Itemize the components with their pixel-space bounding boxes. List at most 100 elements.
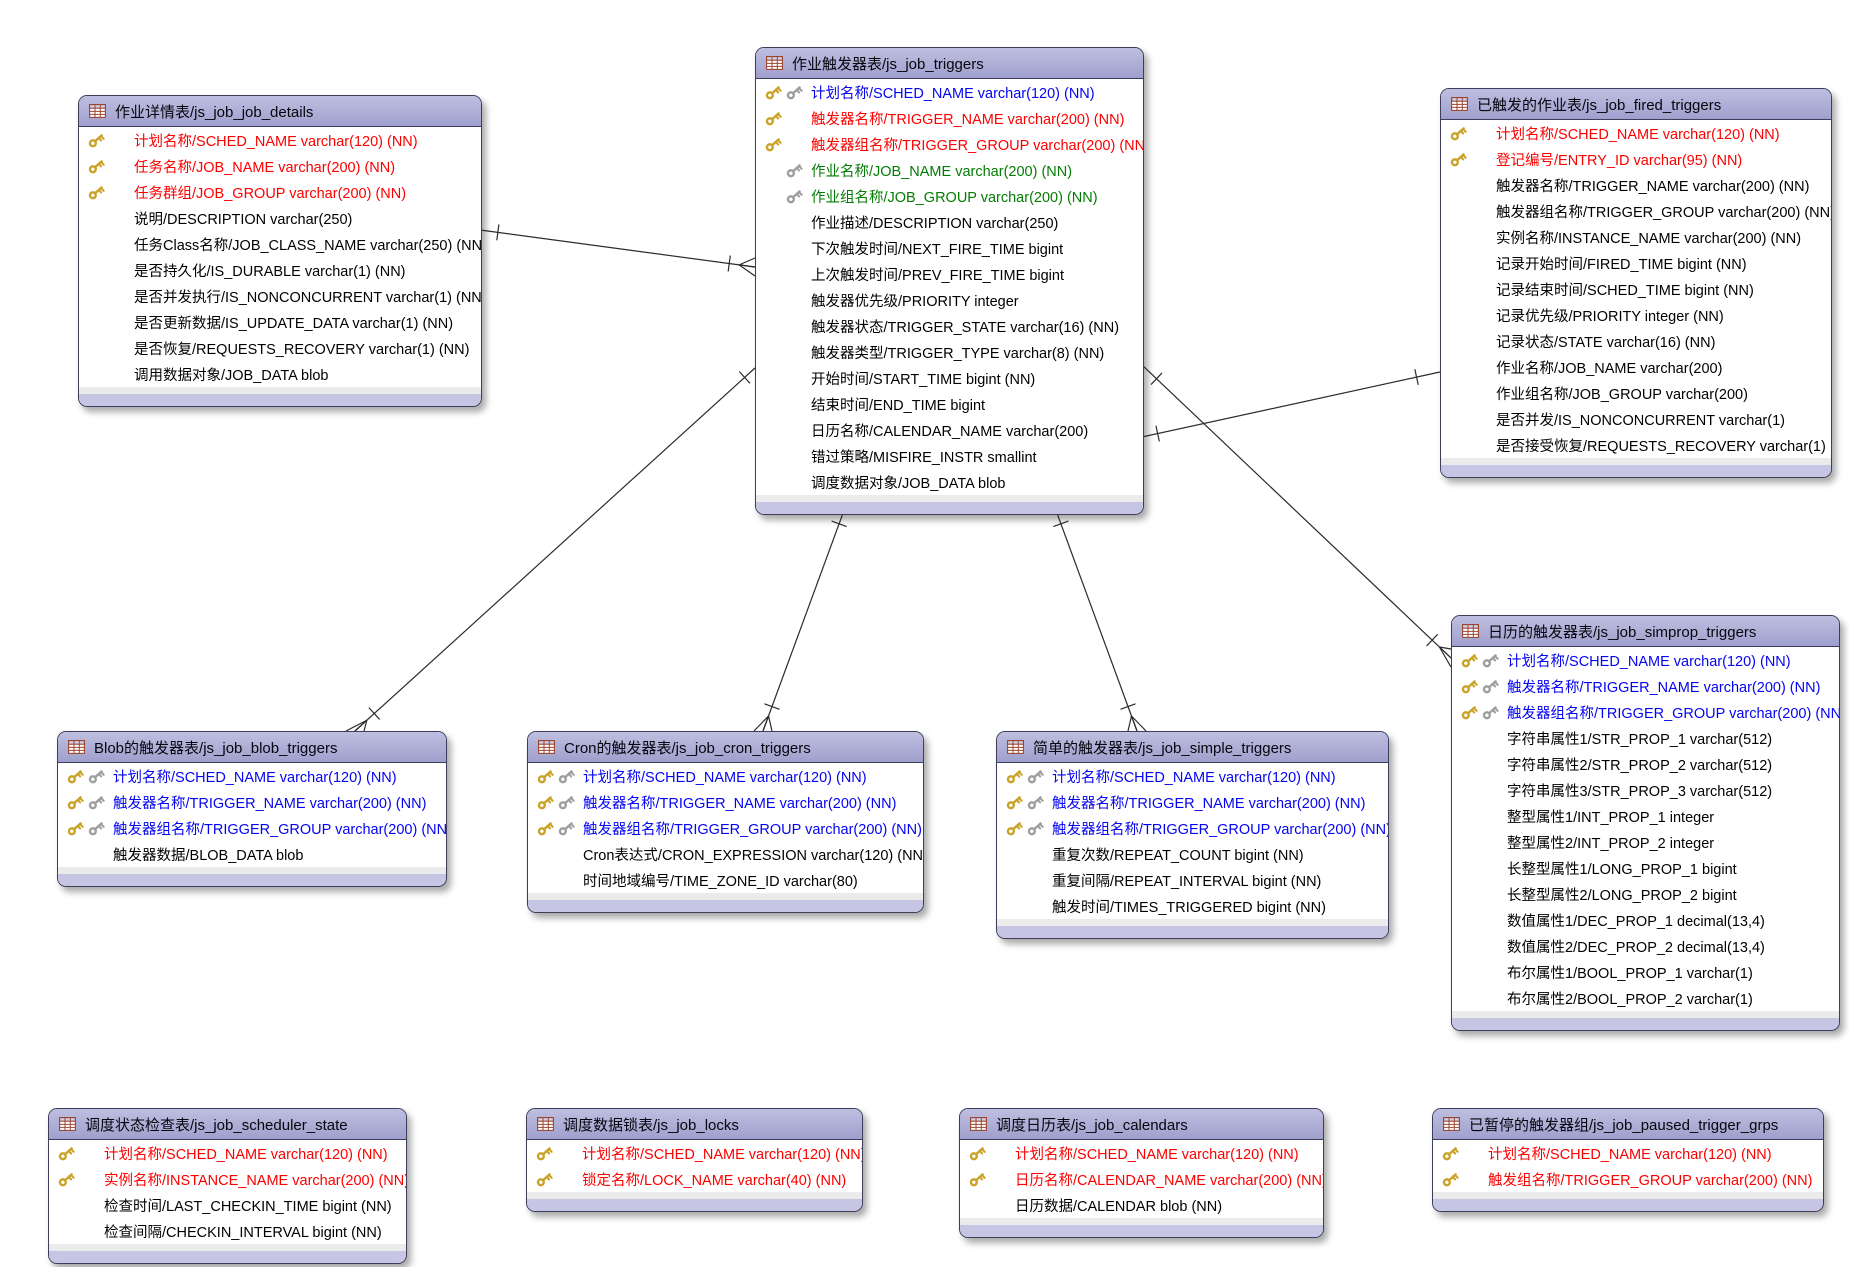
column-row[interactable]: 计划名称/SCHED_NAME varchar(120) (NN) (1452, 647, 1839, 673)
column-row[interactable]: 触发组名称/TRIGGER_GROUP varchar(200) (NN) (1433, 1166, 1823, 1192)
column-row[interactable]: 日历名称/CALENDAR_NAME varchar(200) (756, 417, 1143, 443)
column-row[interactable]: 开始时间/START_TIME bigint (NN) (756, 365, 1143, 391)
column-row[interactable]: 字符串属性3/STR_PROP_3 varchar(512) (1452, 777, 1839, 803)
column-row[interactable]: 计划名称/SCHED_NAME varchar(120) (NN) (1441, 120, 1831, 146)
column-row[interactable]: 任务名称/JOB_NAME varchar(200) (NN) (79, 153, 481, 179)
column-row[interactable]: 调度数据对象/JOB_DATA blob (756, 469, 1143, 495)
column-row[interactable]: Cron表达式/CRON_EXPRESSION varchar(120) (NN… (528, 841, 923, 867)
column-row[interactable]: 检查间隔/CHECKIN_INTERVAL bigint (NN) (49, 1218, 406, 1244)
column-row[interactable]: 记录开始时间/FIRED_TIME bigint (NN) (1441, 250, 1831, 276)
column-row[interactable]: 计划名称/SCHED_NAME varchar(120) (NN) (527, 1140, 862, 1166)
column-row[interactable]: 实例名称/INSTANCE_NAME varchar(200) (NN) (49, 1166, 406, 1192)
column-row[interactable]: 是否持久化/IS_DURABLE varchar(1) (NN) (79, 257, 481, 283)
table-header[interactable]: 调度状态检查表/js_job_scheduler_state (49, 1109, 406, 1140)
column-row[interactable]: 触发器类型/TRIGGER_TYPE varchar(8) (NN) (756, 339, 1143, 365)
column-row[interactable]: 布尔属性2/BOOL_PROP_2 varchar(1) (1452, 985, 1839, 1011)
column-row[interactable]: 作业描述/DESCRIPTION varchar(250) (756, 209, 1143, 235)
column-row[interactable]: 触发器数据/BLOB_DATA blob (58, 841, 446, 867)
column-row[interactable]: 调用数据对象/JOB_DATA blob (79, 361, 481, 387)
column-row[interactable]: 重复次数/REPEAT_COUNT bigint (NN) (997, 841, 1388, 867)
column-row[interactable]: 触发器名称/TRIGGER_NAME varchar(200) (NN) (58, 789, 446, 815)
column-row[interactable]: 日历名称/CALENDAR_NAME varchar(200) (NN) (960, 1166, 1323, 1192)
column-row[interactable]: 是否更新数据/IS_UPDATE_DATA varchar(1) (NN) (79, 309, 481, 335)
column-row[interactable]: 字符串属性2/STR_PROP_2 varchar(512) (1452, 751, 1839, 777)
column-row[interactable]: 作业组名称/JOB_GROUP varchar(200) (NN) (756, 183, 1143, 209)
column-row[interactable]: 数值属性2/DEC_PROP_2 decimal(13,4) (1452, 933, 1839, 959)
column-row[interactable]: 作业名称/JOB_NAME varchar(200) (1441, 354, 1831, 380)
column-row[interactable]: 计划名称/SCHED_NAME varchar(120) (NN) (960, 1140, 1323, 1166)
column-row[interactable]: 触发时间/TIMES_TRIGGERED bigint (NN) (997, 893, 1388, 919)
column-row[interactable]: 计划名称/SCHED_NAME varchar(120) (NN) (528, 763, 923, 789)
column-row[interactable]: 任务群组/JOB_GROUP varchar(200) (NN) (79, 179, 481, 205)
column-row[interactable]: 触发器组名称/TRIGGER_GROUP varchar(200) (NN) (528, 815, 923, 841)
table-header[interactable]: 调度数据锁表/js_job_locks (527, 1109, 862, 1140)
column-row[interactable]: 触发器名称/TRIGGER_NAME varchar(200) (NN) (528, 789, 923, 815)
column-row[interactable]: 触发器组名称/TRIGGER_GROUP varchar(200) (NN) (756, 131, 1143, 157)
column-row[interactable]: 长整型属性2/LONG_PROP_2 bigint (1452, 881, 1839, 907)
table-header[interactable]: Blob的触发器表/js_job_blob_triggers (58, 732, 446, 763)
column-row[interactable]: 记录优先级/PRIORITY integer (NN) (1441, 302, 1831, 328)
column-row[interactable]: 是否并发执行/IS_NONCONCURRENT varchar(1) (NN) (79, 283, 481, 309)
table-header[interactable]: 日历的触发器表/js_job_simprop_triggers (1452, 616, 1839, 647)
column-row[interactable]: 结束时间/END_TIME bigint (756, 391, 1143, 417)
column-row[interactable]: 作业组名称/JOB_GROUP varchar(200) (1441, 380, 1831, 406)
table-header[interactable]: Cron的触发器表/js_job_cron_triggers (528, 732, 923, 763)
column-row[interactable]: 登记编号/ENTRY_ID varchar(95) (NN) (1441, 146, 1831, 172)
column-row[interactable]: 时间地域编号/TIME_ZONE_ID varchar(80) (528, 867, 923, 893)
column-row[interactable]: 是否并发/IS_NONCONCURRENT varchar(1) (1441, 406, 1831, 432)
column-row[interactable]: 触发器状态/TRIGGER_STATE varchar(16) (NN) (756, 313, 1143, 339)
column-row[interactable]: 触发器组名称/TRIGGER_GROUP varchar(200) (NN) (1452, 699, 1839, 725)
column-row[interactable]: 触发器名称/TRIGGER_NAME varchar(200) (NN) (756, 105, 1143, 131)
column-row[interactable]: 长整型属性1/LONG_PROP_1 bigint (1452, 855, 1839, 881)
column-row[interactable]: 触发器优先级/PRIORITY integer (756, 287, 1143, 313)
column-row[interactable]: 计划名称/SCHED_NAME varchar(120) (NN) (1433, 1140, 1823, 1166)
column-row[interactable]: 任务Class名称/JOB_CLASS_NAME varchar(250) (N… (79, 231, 481, 257)
table-header[interactable]: 已暂停的触发器组/js_job_paused_trigger_grps (1433, 1109, 1823, 1140)
column-row[interactable]: 作业名称/JOB_NAME varchar(200) (NN) (756, 157, 1143, 183)
column-row[interactable]: 触发器名称/TRIGGER_NAME varchar(200) (NN) (997, 789, 1388, 815)
column-row[interactable]: 下次触发时间/NEXT_FIRE_TIME bigint (756, 235, 1143, 261)
column-row[interactable]: 上次触发时间/PREV_FIRE_TIME bigint (756, 261, 1143, 287)
column-row[interactable]: 是否恢复/REQUESTS_RECOVERY varchar(1) (NN) (79, 335, 481, 361)
column-row[interactable]: 重复间隔/REPEAT_INTERVAL bigint (NN) (997, 867, 1388, 893)
column-row[interactable]: 说明/DESCRIPTION varchar(250) (79, 205, 481, 231)
table-header[interactable]: 作业详情表/js_job_job_details (79, 96, 481, 127)
table-header[interactable]: 作业触发器表/js_job_triggers (756, 48, 1143, 79)
column-row[interactable]: 记录状态/STATE varchar(16) (NN) (1441, 328, 1831, 354)
column-row[interactable]: 计划名称/SCHED_NAME varchar(120) (NN) (49, 1140, 406, 1166)
column-row[interactable]: 触发器组名称/TRIGGER_GROUP varchar(200) (NN) (997, 815, 1388, 841)
column-row[interactable]: 实例名称/INSTANCE_NAME varchar(200) (NN) (1441, 224, 1831, 250)
column-row[interactable]: 整型属性2/INT_PROP_2 integer (1452, 829, 1839, 855)
table-header[interactable]: 调度日历表/js_job_calendars (960, 1109, 1323, 1140)
column-row[interactable]: 触发器组名称/TRIGGER_GROUP varchar(200) (NN) (1441, 198, 1831, 224)
column-row[interactable]: 检查时间/LAST_CHECKIN_TIME bigint (NN) (49, 1192, 406, 1218)
column-row[interactable]: 错过策略/MISFIRE_INSTR smallint (756, 443, 1143, 469)
column-row[interactable]: 数值属性1/DEC_PROP_1 decimal(13,4) (1452, 907, 1839, 933)
column-row[interactable]: 锁定名称/LOCK_NAME varchar(40) (NN) (527, 1166, 862, 1192)
column-row[interactable]: 触发器组名称/TRIGGER_GROUP varchar(200) (NN) (58, 815, 446, 841)
column-row[interactable]: 计划名称/SCHED_NAME varchar(120) (NN) (997, 763, 1388, 789)
column-row[interactable]: 字符串属性1/STR_PROP_1 varchar(512) (1452, 725, 1839, 751)
column-row[interactable]: 计划名称/SCHED_NAME varchar(120) (NN) (58, 763, 446, 789)
column-row[interactable]: 日历数据/CALENDAR blob (NN) (960, 1192, 1323, 1218)
table-header[interactable]: 已触发的作业表/js_job_fired_triggers (1441, 89, 1831, 120)
column-row[interactable]: 触发器名称/TRIGGER_NAME varchar(200) (NN) (1452, 673, 1839, 699)
column-row[interactable]: 触发器名称/TRIGGER_NAME varchar(200) (NN) (1441, 172, 1831, 198)
column-row[interactable]: 布尔属性1/BOOL_PROP_1 varchar(1) (1452, 959, 1839, 985)
column-row[interactable]: 是否接受恢复/REQUESTS_RECOVERY varchar(1) (1441, 432, 1831, 458)
column-row[interactable]: 记录结束时间/SCHED_TIME bigint (NN) (1441, 276, 1831, 302)
column-row[interactable]: 整型属性1/INT_PROP_1 integer (1452, 803, 1839, 829)
column-row[interactable]: 计划名称/SCHED_NAME varchar(120) (NN) (79, 127, 481, 153)
table-header[interactable]: 简单的触发器表/js_job_simple_triggers (997, 732, 1388, 763)
